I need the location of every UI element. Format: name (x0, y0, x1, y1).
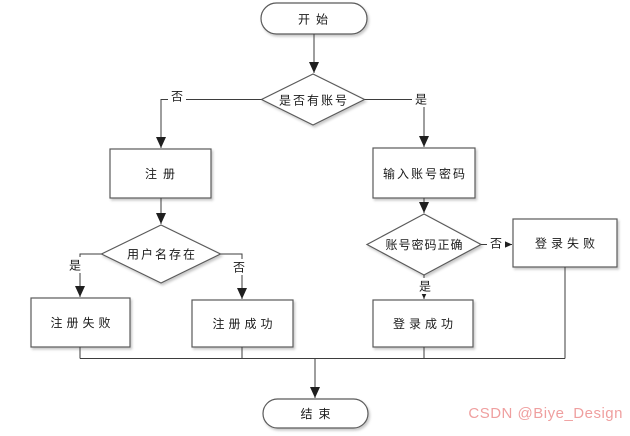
edge-has-account-no-to-register (156, 99, 262, 148)
node-register-success: 注册成功 (191, 299, 294, 348)
branch-label-text: 否 (233, 261, 245, 275)
node-login-success-label: 登录成功 (393, 316, 457, 331)
branch-label-has-account-no: 否 (168, 88, 186, 104)
node-username-exists-label: 用户名存在 (127, 247, 197, 262)
branch-label-credentials-correct-no: 否 (487, 235, 505, 251)
node-credentials-correct: 账号密码正确 (365, 213, 483, 276)
enter-credentials-process-shape (372, 147, 476, 199)
login-success-process-shape (372, 299, 474, 348)
has-account-decision-shape (260, 73, 366, 126)
branch-label-username-exists-yes: 是 (66, 257, 84, 273)
branch-label-text: 是 (419, 280, 431, 294)
node-start-label: 开始 (298, 13, 334, 27)
edge-username-exists-yes-to-register-fail (75, 253, 102, 297)
node-login-success: 登录成功 (372, 299, 474, 348)
csdn-watermark: CSDN @Biye_Design (468, 405, 623, 422)
register-success-process-shape (191, 299, 294, 348)
branch-label-text: 否 (490, 237, 502, 251)
branch-label-text: 是 (69, 259, 81, 273)
node-credentials-correct-label: 账号密码正确 (385, 237, 463, 252)
node-has-account-label: 是否有账号 (279, 94, 349, 108)
branch-label-bg (487, 235, 505, 251)
branch-label-text: 否 (171, 90, 183, 104)
end-terminator-shape (262, 398, 369, 429)
node-register-label: 注册 (145, 166, 181, 181)
branch-label-text: 是 (415, 93, 427, 107)
branch-label-username-exists-no: 否 (230, 259, 248, 275)
username-exists-decision-shape (100, 224, 222, 284)
node-login-fail: 登录失败 (512, 218, 618, 268)
branch-label-bg (66, 257, 84, 273)
node-username-exists: 用户名存在 (100, 224, 222, 284)
register-process-shape (109, 148, 212, 199)
login-fail-process-shape (512, 218, 618, 268)
branch-label-bg (416, 278, 434, 294)
node-end: 结束 (262, 398, 369, 429)
register-fail-process-shape (30, 297, 131, 348)
node-register: 注册 (109, 148, 212, 199)
node-register-fail-label: 注册失败 (50, 315, 114, 330)
node-enter-credentials-label: 输入账号密码 (383, 166, 467, 181)
branch-label-bg (230, 259, 248, 275)
branch-label-bg (412, 91, 430, 107)
node-register-success-label: 注册成功 (212, 316, 276, 331)
edge-username-exists-no-to-register-success (220, 253, 247, 299)
branch-label-bg (168, 88, 186, 104)
branch-label-credentials-correct-yes: 是 (416, 278, 434, 294)
node-end-label: 结束 (300, 407, 336, 421)
branch-label-has-account-yes: 是 (412, 91, 430, 107)
node-has-account: 是否有账号 (260, 73, 366, 126)
edge-merge-bus (79, 267, 566, 359)
node-start: 开始 (260, 2, 368, 35)
node-register-fail: 注册失败 (30, 297, 131, 348)
node-enter-credentials: 输入账号密码 (372, 147, 476, 199)
node-login-fail-label: 登录失败 (535, 236, 599, 251)
